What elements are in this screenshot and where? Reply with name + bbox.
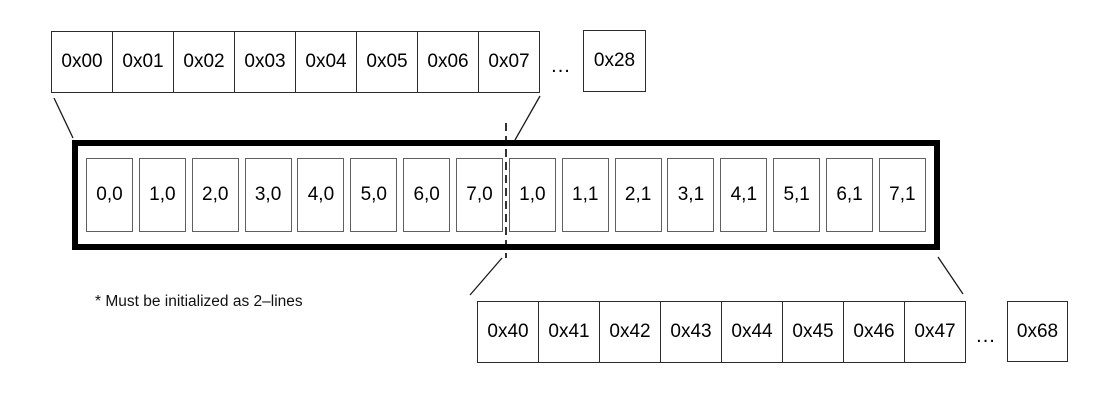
footnote: * Must be initialized as 2–lines (95, 293, 303, 310)
address-cell: 0x00 (51, 31, 113, 93)
address-cell: 0x07 (478, 31, 540, 93)
buffer-cell: 1,1 (561, 158, 609, 232)
buffer-cell: 7,0 (456, 158, 504, 232)
buffer-cell: 6,0 (403, 158, 451, 232)
address-row-bottom: 0x40 0x41 0x42 0x43 0x44 0x45 0x46 0x47 (477, 301, 966, 363)
buffer-cell: 2,1 (614, 158, 662, 232)
buffer-cell: 4,1 (720, 158, 768, 232)
address-cell: 0x45 (782, 301, 844, 363)
ellipsis-top: ... (551, 55, 571, 77)
address-row-top: 0x00 0x01 0x02 0x03 0x04 0x05 0x06 0x07 (51, 31, 540, 93)
address-cell: 0x06 (417, 31, 479, 93)
connector-line-bottom-right (937, 256, 964, 295)
address-cell: 0x40 (477, 301, 539, 363)
buffer-cell: 2,0 (191, 158, 239, 232)
address-cell: 0x03 (234, 31, 296, 93)
buffer-cell: 1,0 (138, 158, 186, 232)
buffer-cell: 5,1 (773, 158, 821, 232)
address-cell: 0x04 (295, 31, 357, 93)
line-buffer-container: 0,0 1,0 2,0 3,0 4,0 5,0 6,0 7,0 1,0 1,1 … (72, 140, 940, 250)
buffer-cell: 3,1 (667, 158, 715, 232)
detached-address-cell-top: 0x28 (583, 30, 646, 92)
address-cell: 0x43 (660, 301, 722, 363)
buffer-cell: 7,1 (878, 158, 926, 232)
address-cell: 0x41 (538, 301, 600, 363)
connector-line-top-left (53, 97, 74, 139)
address-cell: 0x47 (904, 301, 966, 363)
address-cell: 0x01 (112, 31, 174, 93)
connector-line-top-right (514, 95, 541, 141)
address-cell: 0x02 (173, 31, 235, 93)
ellipsis-bottom: ... (976, 325, 996, 347)
address-cell: 0x44 (721, 301, 783, 363)
address-cell: 0x05 (356, 31, 418, 93)
buffer-cell: 6,1 (826, 158, 874, 232)
address-cell: 0x42 (599, 301, 661, 363)
address-cell: 0x46 (843, 301, 905, 363)
buffer-cell: 0,0 (86, 158, 133, 232)
buffer-cell: 5,0 (350, 158, 398, 232)
detached-address-cell-bottom: 0x68 (1007, 301, 1068, 362)
buffer-cell: 1,0 (508, 158, 556, 232)
buffer-cell: 3,0 (244, 158, 292, 232)
buffer-cell: 4,0 (297, 158, 345, 232)
connector-line-bottom-left (469, 257, 503, 296)
